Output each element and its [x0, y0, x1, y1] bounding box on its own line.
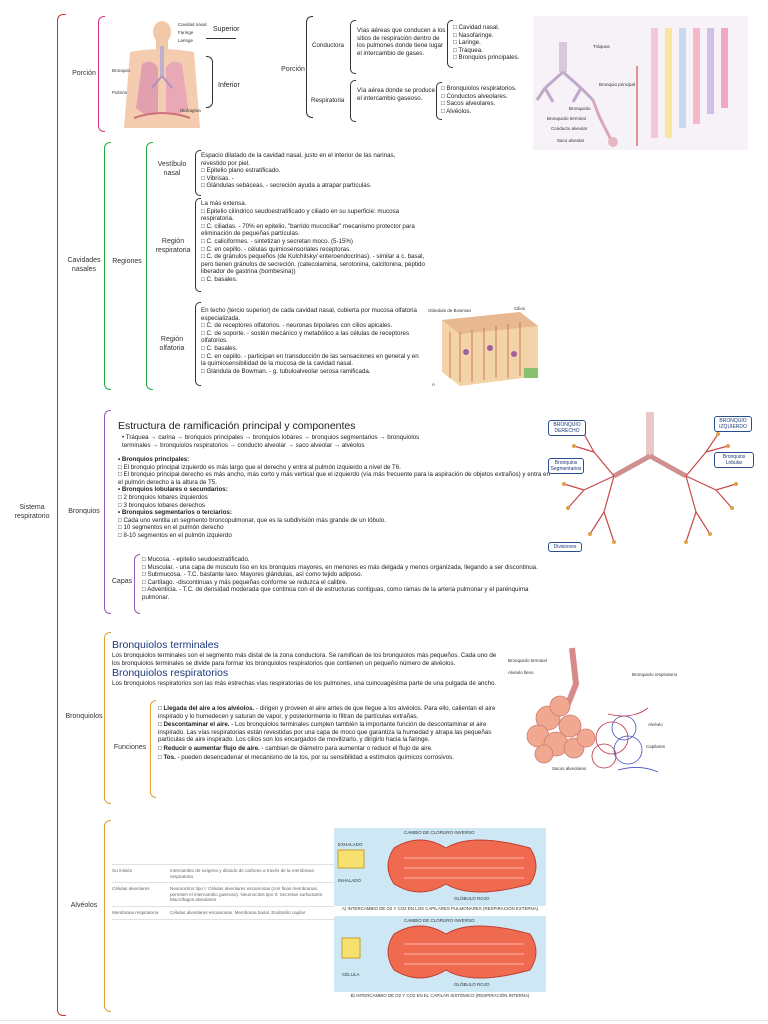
funciones-list: □ Llegada del aire a los alvéolos. - dir…: [158, 705, 496, 761]
respiratoria-items: □ Bronquiolos respiratorios. □ Conductos…: [441, 85, 531, 115]
gas-exchange-external-caption: A) INTERCAMBIO DE O2 Y CO2 EN LOS CAPILA…: [341, 906, 539, 911]
list-item: □ Tráquea.: [453, 46, 483, 54]
superior-line: [206, 38, 236, 39]
torso-illustration: Cavidad nasal Faringe Laringe Bronquio P…: [112, 18, 212, 130]
funciones-brace: [150, 700, 156, 798]
regiones-label: Regiones: [112, 258, 142, 265]
diagram-label-segmentarios: Bronquios Segmentarios: [548, 458, 584, 474]
olfactory-epithelium-illustration: Glándula de Bowman Cilios A: [428, 302, 550, 392]
diagram-label-bronquio-izquierdo: BRONQUIO IZQUIERDO: [714, 416, 752, 432]
conductora-bracket: [350, 20, 356, 74]
capas-brace: [134, 554, 140, 614]
bronquiolos-text1: Los bronquiolos terminales son el segmen…: [112, 652, 497, 667]
root-label: Sistema respiratorio: [14, 504, 50, 520]
capas-label: Capas: [111, 578, 133, 585]
bronquiolos-title1: Bronquiolos terminales: [112, 639, 219, 651]
list-item: □ Laringe.: [453, 39, 481, 47]
vestibulo-bracket: [195, 150, 201, 196]
gas-exchange-external-diagram: EXHALADO INHALADO CAMBIO DE CLORURO INVE…: [334, 828, 546, 906]
region-resp-bracket: [195, 198, 201, 292]
capas-list: □ Mucosa. - epitelio seudoestratificado.…: [142, 556, 538, 601]
porcion-sub-label: Porción: [281, 66, 305, 73]
alveolos-label: Alvéolos: [70, 902, 98, 909]
diagram-label-divisiones: Divisiones: [548, 542, 582, 552]
bronquios-label: Bronquios: [68, 508, 100, 515]
porcion-sub-bracket: [306, 16, 313, 118]
conductora-items-bracket: [447, 20, 453, 68]
list-item: □ Bronquios principales.: [453, 54, 520, 62]
bronquiolos-brace: [104, 632, 111, 804]
respiratoria-label: Respiratoria: [311, 97, 345, 104]
gas-exchange-internal-diagram: CÉLULA CAMBIO DE CLORURO INVERSO GLÓBULO…: [334, 916, 546, 992]
bronquiolos-label: Bronquiolos: [65, 713, 103, 720]
bronquios-groups: • Bronquios principales: □ El bronquio p…: [118, 456, 550, 539]
respiratoria-text: Vía aérea donde se produce el intercambi…: [357, 87, 436, 102]
inferior-label: Inferior: [218, 82, 240, 89]
list-item: □ Conductos alveolares.: [441, 92, 508, 100]
region-olf-text: En techo (tercio superior) de cada cavid…: [201, 307, 419, 375]
vestibulo-text: Espacio dilatado de la cavidad nasal, ju…: [201, 152, 396, 190]
funciones-label: Funciones: [113, 744, 147, 751]
bronchial-tree-diagram: [544, 412, 756, 560]
airway-diagram: Tráquea Bronquio principal Bronquiolo Br…: [533, 16, 748, 150]
bronquiolos-text2: Los bronquiolos respiratorios son las má…: [112, 680, 497, 687]
conductora-label: Conductora: [312, 42, 344, 49]
region-resp-label: Región respiratoria: [155, 238, 191, 254]
bronquios-chain: • Tráquea → carina → bronquios principal…: [122, 434, 420, 449]
porcion-brace: [98, 16, 105, 132]
alveolos-brace: [104, 820, 111, 1012]
region-olf-bracket: [195, 302, 201, 386]
respiratoria-bracket: [350, 80, 356, 122]
footer-divider: [0, 1020, 768, 1021]
cavidades-brace: [104, 142, 111, 390]
diagram-label-bronquio-derecho: BRONQUIO DERECHO: [548, 420, 586, 436]
bronquios-title: Estructura de ramificación principal y c…: [118, 420, 356, 432]
bronquiolos-title2: Bronquiolos respiratorios: [112, 667, 229, 679]
cavidades-label: Cavidades nasales: [67, 257, 101, 273]
list-item: □ Sacos alveolares.: [441, 100, 496, 108]
gas-exchange-internal-caption: B) INTERCAMBIO DE O2 Y CO2 EN EL CAPILAR…: [350, 993, 530, 998]
bronquios-brace: [104, 410, 111, 614]
region-resp-text: La más extensa. □ Epitelio cilíndrico se…: [201, 200, 425, 283]
conductora-text: Vías aéreas que conducen a los sitios de…: [357, 27, 446, 57]
respiratoria-items-bracket: [436, 82, 442, 120]
porcion-label: Porción: [72, 70, 96, 77]
regiones-brace: [146, 142, 153, 390]
list-item: □ Alvéolos.: [441, 107, 472, 115]
alveoli-illustration: Bronquiolo terminal Alvéolo lleno Bronqu…: [508, 644, 683, 782]
diagram-label-lobular: Bronquios Lobular: [714, 452, 754, 468]
list-item: □ Cavidad nasal.: [453, 24, 500, 31]
vestibulo-label: Vestíbulo nasal: [157, 161, 187, 177]
region-olf-label: Región olfatoria: [159, 336, 185, 352]
list-item: □ Nasofaringe.: [453, 31, 494, 39]
conductora-items: □ Cavidad nasal. □ Nasofaringe. □ Laring…: [453, 24, 533, 62]
list-item: □ Bronquiolos respiratorios.: [441, 85, 517, 92]
superior-label: Superior: [213, 26, 240, 33]
root-brace: [57, 14, 66, 1016]
inferior-bracket: [206, 56, 213, 108]
